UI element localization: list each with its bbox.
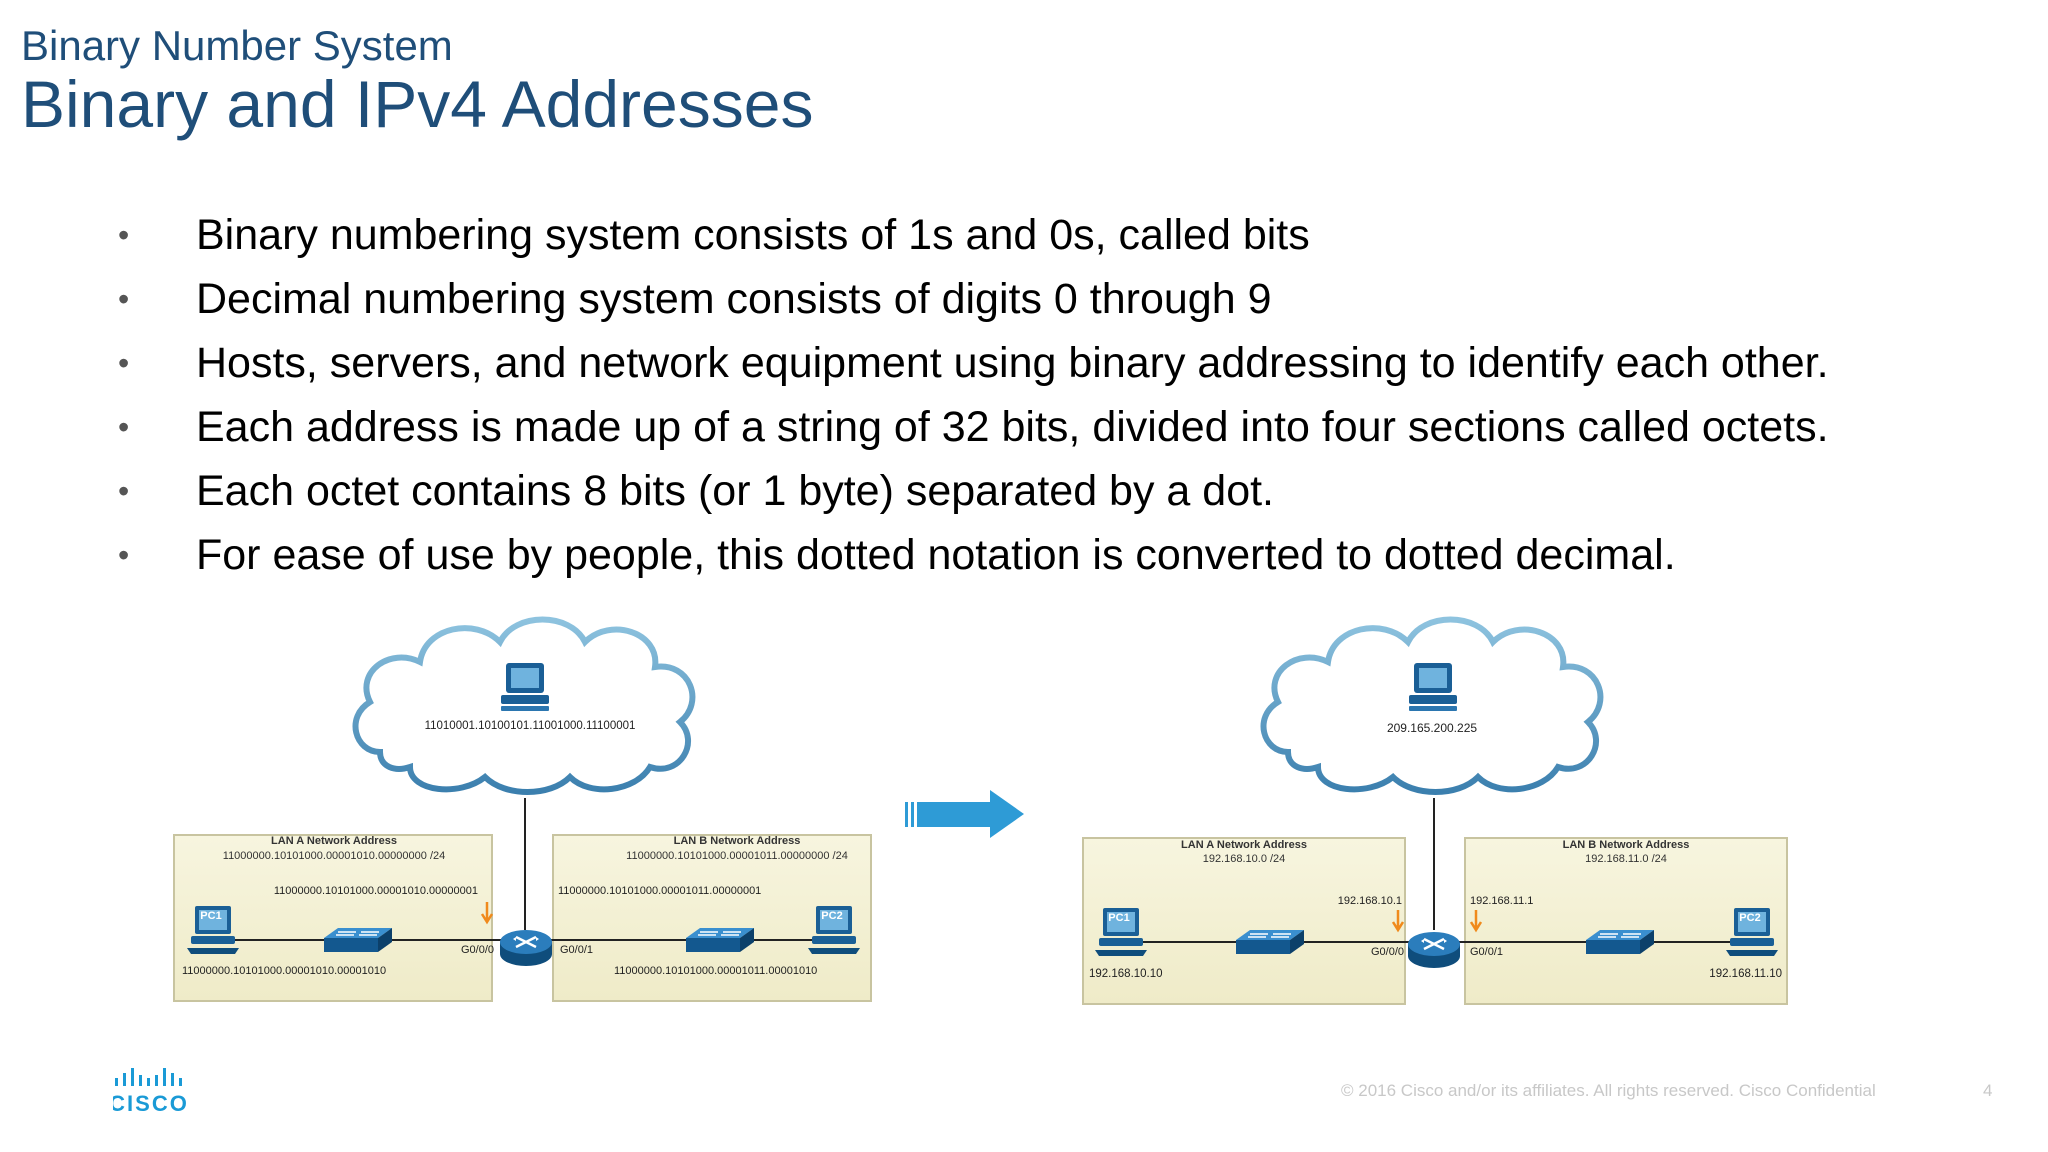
- right-arrow-icon: [905, 790, 1024, 838]
- pc2-label: PC2: [821, 910, 842, 922]
- server-icon: [1409, 663, 1457, 711]
- orange-marker: [1469, 910, 1483, 933]
- switch-icon: [323, 927, 393, 953]
- page-title: Binary and IPv4 Addresses: [21, 67, 814, 141]
- cloud-address-binary: 11010001.10100101.11001000.11100001: [425, 720, 636, 732]
- bullet-item: •Binary numbering system consists of 1s …: [118, 211, 1310, 259]
- lan-a-gateway: 192.168.10.1: [1338, 895, 1402, 907]
- switch-icon: [1235, 929, 1305, 955]
- lan-b-gateway: 192.168.11.1: [1470, 895, 1533, 907]
- copyright-text: © 2016 Cisco and/or its affiliates. All …: [1341, 1081, 1876, 1100]
- lan-a-network: 192.168.10.0 /24: [1203, 853, 1286, 865]
- lan-b-box: [1464, 837, 1788, 1005]
- lan-b-title: LAN B Network Address: [1563, 839, 1690, 851]
- pc1-label: PC1: [1108, 912, 1129, 924]
- lan-a-host: 11000000.10101000.00001010.00001010: [182, 965, 386, 977]
- logo-text: CISCO: [113, 1091, 189, 1116]
- lan-a-host: 192.168.10.10: [1089, 968, 1163, 980]
- page-number: 4: [1983, 1081, 1993, 1100]
- switch-icon: [1585, 929, 1655, 955]
- cisco-logo: CISCO: [113, 1068, 189, 1116]
- lan-b-host: 192.168.11.10: [1709, 968, 1782, 980]
- internet-cloud: [356, 620, 693, 793]
- lan-b-gateway: 11000000.10101000.00001011.00000001: [558, 885, 761, 897]
- bullet-item: •Hosts, servers, and network equipment u…: [118, 339, 1829, 387]
- bullet-text: Hosts, servers, and network equipment us…: [196, 339, 1829, 387]
- g000-label: G0/0/0: [461, 944, 494, 956]
- network-diagram: 11010001.10100101.11001000.11100001 LAN …: [173, 600, 1788, 1005]
- binary-diagram: 11010001.10100101.11001000.11100001 LAN …: [173, 620, 872, 1002]
- bullet-text: For ease of use by people, this dotted n…: [196, 531, 1676, 579]
- pc2-label: PC2: [1739, 912, 1760, 924]
- lan-b-network: 11000000.10101000.00001011.00000000 /24: [626, 850, 848, 862]
- bullet-list: •Binary numbering system consists of 1s …: [118, 203, 2018, 587]
- g001-label: G0/0/1: [1470, 946, 1503, 958]
- server-icon: [501, 663, 549, 711]
- pc1-label: PC1: [200, 910, 221, 922]
- router-icon: [498, 928, 554, 968]
- lan-b-host: 11000000.10101000.00001011.00001010: [614, 965, 817, 977]
- bullet-item: •For ease of use by people, this dotted …: [118, 531, 1676, 579]
- g000-label: G0/0/0: [1371, 946, 1404, 958]
- subtitle: Binary Number System: [21, 22, 453, 69]
- bullet-item: •Decimal numbering system consists of di…: [118, 275, 1272, 323]
- bullet-text: Decimal numbering system consists of dig…: [196, 275, 1272, 323]
- internet-cloud: [1264, 620, 1601, 793]
- lan-a-gateway: 11000000.10101000.00001010.00000001: [274, 885, 478, 897]
- lan-a-title: LAN A Network Address: [271, 835, 397, 847]
- g001-label: G0/0/1: [560, 944, 593, 956]
- decimal-diagram: 209.165.200.225 LAN A Network Address 19…: [1082, 620, 1788, 1005]
- orange-marker: [480, 902, 494, 925]
- bullet-text: Each address is made up of a string of 3…: [196, 403, 1829, 451]
- lan-b-network: 192.168.11.0 /24: [1585, 853, 1667, 865]
- switch-icon: [685, 927, 755, 953]
- lan-a-title: LAN A Network Address: [1181, 839, 1307, 851]
- orange-marker: [1391, 910, 1405, 933]
- bullet-text: Each octet contains 8 bits (or 1 byte) s…: [196, 467, 1275, 515]
- lan-a-network: 11000000.10101000.00001010.00000000 /24: [223, 850, 445, 862]
- router-icon: [1406, 930, 1462, 970]
- cloud-address-decimal: 209.165.200.225: [1387, 721, 1477, 735]
- bullet-text: Binary numbering system consists of 1s a…: [196, 211, 1310, 259]
- lan-b-title: LAN B Network Address: [674, 835, 801, 847]
- bullet-item: •Each octet contains 8 bits (or 1 byte) …: [118, 467, 1275, 515]
- bullet-item: •Each address is made up of a string of …: [118, 403, 1829, 451]
